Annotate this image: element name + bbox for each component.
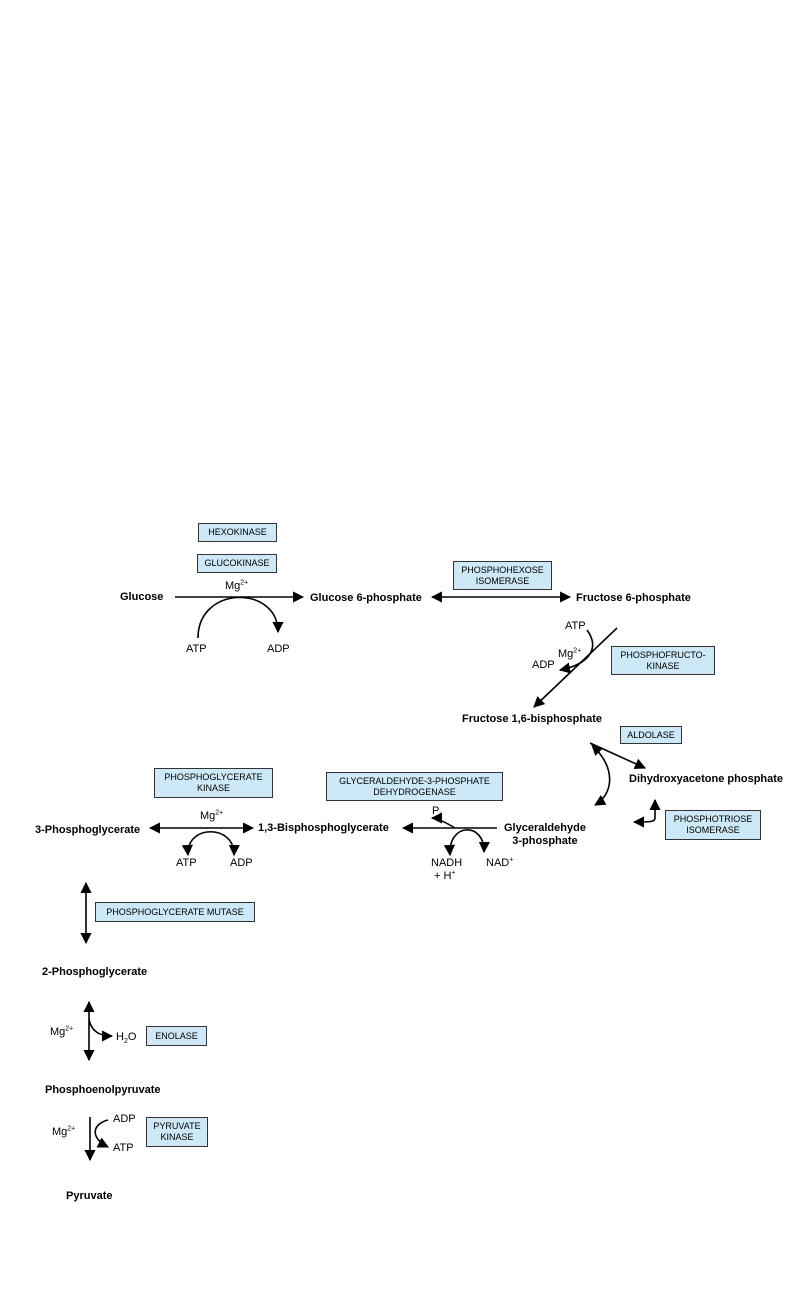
cofactor-atp-pk: ATP xyxy=(113,1142,134,1154)
cofactor-nad: NAD+ xyxy=(486,856,514,869)
metabolite-fructose-6-phosphate: Fructose 6-phosphate xyxy=(576,592,691,604)
metabolite-3-phosphoglycerate: 3-Phosphoglycerate xyxy=(35,824,141,836)
enzyme-glucokinase: GLUCOKINASE xyxy=(197,554,277,573)
cofactor-h-plus: + H+ xyxy=(434,869,456,882)
cofactor-mg-hexokinase: Mg2+ xyxy=(225,579,249,592)
g3p-line-2: 3-phosphate xyxy=(512,835,578,847)
metabolite-fructose-1-6-bisphosphate: Fructose 1,6-bisphosphate xyxy=(462,713,602,725)
g3p-line-1: Glyceraldehyde xyxy=(504,822,586,834)
enzyme-phosphofructokinase: PHOSPHOFRUCTO- KINASE xyxy=(611,646,715,675)
enzyme-hexokinase: HEXOKINASE xyxy=(198,523,277,542)
enzyme-aldolase: ALDOLASE xyxy=(620,726,682,744)
enzyme-enolase: ENOLASE xyxy=(146,1026,207,1046)
arrow-pi xyxy=(430,812,456,829)
cofactor-h2o: H2O xyxy=(116,1031,137,1046)
arrow-nadh-nad xyxy=(443,829,490,857)
cofactor-atp-pfk: ATP xyxy=(565,620,586,632)
cofactor-adp-pgk: ADP xyxy=(230,857,253,869)
cofactor-mg-pk: Mg2+ xyxy=(52,1125,76,1138)
arrow-atp-adp-pgk xyxy=(181,831,240,857)
cofactor-adp-hexokinase: ADP xyxy=(267,643,290,655)
arrow-tpi xyxy=(632,798,661,828)
enzyme-phosphoglycerate-kinase: PHOSPHOGLYCERATE KINASE xyxy=(154,768,273,798)
metabolite-glyceraldehyde-3-phosphate: Glyceraldehyde 3-phosphate xyxy=(504,822,586,848)
arrow-h2o xyxy=(88,1019,114,1042)
cofactor-atp-pgk: ATP xyxy=(176,857,197,869)
metabolite-dihydroxyacetone-phosphate: Dihydroxyacetone phosphate xyxy=(629,773,784,785)
metabolite-2-phosphoglycerate: 2-Phosphoglycerate xyxy=(42,966,148,978)
cofactor-mg-pfk: Mg2+ xyxy=(558,647,582,660)
cofactor-pi: Pi xyxy=(432,805,441,820)
cofactor-adp-pk: ADP xyxy=(113,1113,136,1125)
arrow-f16bp-dhap xyxy=(589,742,647,769)
metabolite-1-3-bisphosphoglycerate: 1,3-Bisphosphoglycerate xyxy=(258,822,389,834)
metabolite-phosphoenolpyruvate: Phosphoenolpyruvate xyxy=(45,1084,161,1096)
enzyme-phosphohexose-isomerase: PHOSPHOHEXOSE ISOMERASE xyxy=(453,561,552,590)
metabolite-glucose-6-phosphate: Glucose 6-phosphate xyxy=(310,592,422,604)
arrow-f6p-f16bp xyxy=(533,627,618,708)
cofactor-atp-hexokinase: ATP xyxy=(186,643,207,655)
cofactor-adp-pfk: ADP xyxy=(532,659,555,671)
metabolite-glucose: Glucose xyxy=(120,591,164,603)
cofactor-nadh: NADH xyxy=(431,857,463,869)
enzyme-gapdh: GLYCERALDEHYDE-3-PHOSPHATE DEHYDROGENASE xyxy=(326,772,503,801)
arrow-atp-adp-hexokinase xyxy=(197,596,284,639)
arrow-adp-atp-pk xyxy=(94,1119,110,1148)
metabolite-pyruvate: Pyruvate xyxy=(66,1190,113,1202)
cofactor-mg-pgk: Mg2+ xyxy=(200,809,224,822)
cofactor-mg-enolase: Mg2+ xyxy=(50,1025,74,1038)
arrow-atp-adp-pfk xyxy=(558,629,594,674)
enzyme-phosphoglycerate-mutase: PHOSPHOGLYCERATE MUTASE xyxy=(95,902,255,922)
arrow-f16bp-g3p xyxy=(591,744,611,806)
enzyme-pyruvate-kinase: PYRUVATE KINASE xyxy=(146,1117,208,1147)
enzyme-phosphotriose-isomerase: PHOSPHOTRIOSE ISOMERASE xyxy=(665,810,761,840)
